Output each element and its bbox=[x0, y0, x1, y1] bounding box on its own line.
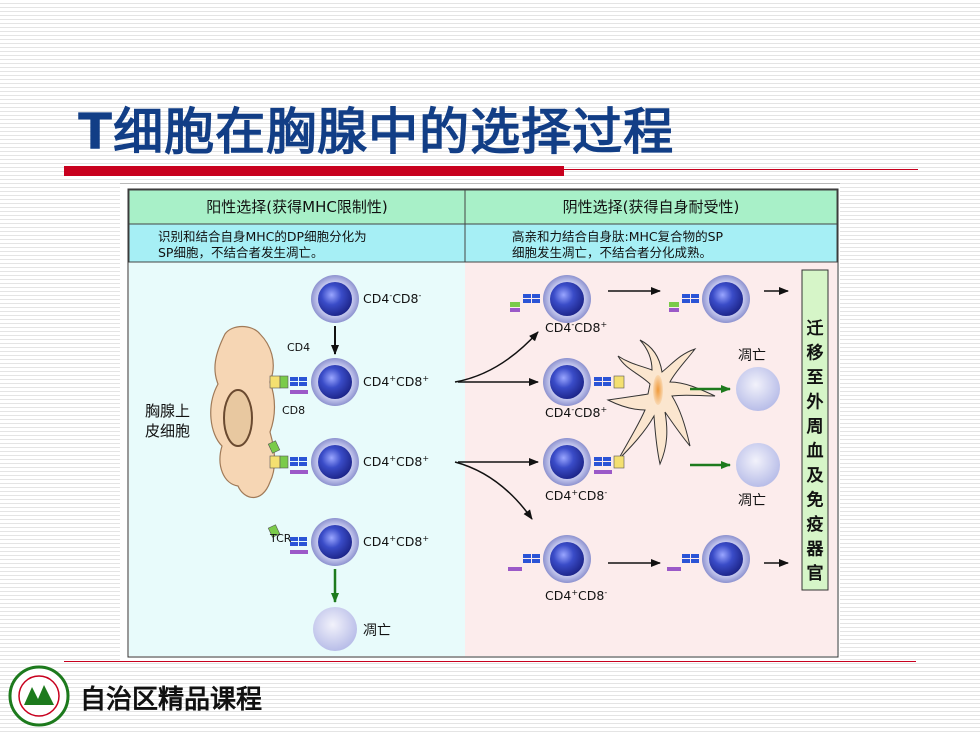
receptor-right-1b bbox=[669, 294, 699, 312]
apoptotic-cell-right-1 bbox=[736, 367, 780, 411]
university-logo bbox=[8, 665, 70, 727]
arrow-to-cd8-sp bbox=[454, 331, 539, 383]
label-right-3: CD4+CD8- bbox=[545, 488, 607, 503]
tcell-left-3 bbox=[311, 438, 359, 486]
label-left-1: CD4-CD8- bbox=[363, 291, 422, 306]
label-apoptosis-right-2: 凋亡 bbox=[738, 493, 766, 509]
tcr-label: TCR bbox=[269, 532, 292, 545]
dc-mhc-complex-1 bbox=[594, 375, 625, 389]
dendritic-cell bbox=[606, 339, 716, 466]
right-desc-bg bbox=[464, 223, 838, 263]
page-title: T细胞在胸腺中的选择过程 bbox=[78, 103, 675, 161]
right-desc-line-2: 细胞发生凋亡，不结合者分化成熟。 bbox=[512, 245, 712, 260]
tcell-right-4 bbox=[543, 535, 591, 583]
left-desc-line-1: 识别和结合自身MHC的DP细胞分化为 bbox=[158, 229, 367, 244]
right-header: 阴性选择(获得自身耐受性) bbox=[563, 198, 740, 216]
tcell-left-2 bbox=[311, 358, 359, 406]
apoptotic-cell-right-2 bbox=[736, 443, 780, 487]
tcell-right-3 bbox=[543, 438, 591, 486]
tcell-right-1b bbox=[702, 275, 750, 323]
selection-diagram: 阳性选择(获得MHC限制性) 阴性选择(获得自身耐受性) 识别和结合自身MHC的… bbox=[120, 183, 840, 662]
right-header-bg bbox=[464, 189, 838, 225]
migration-label: 迁移至外周血及免疫器官 bbox=[806, 319, 825, 584]
left-header-bg bbox=[128, 189, 466, 225]
label-apoptosis-right-1: 凋亡 bbox=[738, 348, 766, 364]
label-right-2: CD4-CD8+ bbox=[545, 405, 607, 420]
label-right-4: CD4+CD8- bbox=[545, 588, 607, 603]
tcell-left-1 bbox=[311, 275, 359, 323]
label-left-3: CD4+CD8+ bbox=[363, 454, 429, 469]
arrow-to-cd4-sp bbox=[454, 461, 533, 520]
receptor-right-4 bbox=[508, 554, 540, 571]
thymic-epithelial-cell bbox=[210, 325, 276, 499]
migration-box bbox=[801, 269, 829, 591]
receptor-right-1 bbox=[510, 294, 540, 312]
footer-course-label: 自治区精品课程 bbox=[80, 685, 263, 715]
label-left-2: CD4+CD8+ bbox=[363, 374, 429, 389]
apoptotic-cell-left bbox=[313, 607, 357, 651]
label-left-4: CD4+CD8+ bbox=[363, 534, 429, 549]
cd4-label: CD4 bbox=[287, 341, 310, 354]
title-underline-thin bbox=[564, 169, 918, 170]
receptor-complex-left-4 bbox=[267, 524, 308, 554]
dc-mhc-complex-2 bbox=[594, 455, 625, 474]
left-desc-bg bbox=[128, 223, 466, 263]
left-desc-line-2: SP细胞，不结合者发生凋亡。 bbox=[158, 245, 323, 260]
receptor-complex-left-2 bbox=[269, 375, 308, 394]
title-underline-thick bbox=[64, 166, 564, 176]
receptor-right-4b bbox=[667, 554, 699, 571]
label-apoptosis-left: 凋亡 bbox=[363, 623, 391, 639]
left-header: 阳性选择(获得MHC限制性) bbox=[206, 198, 387, 216]
footer-rule bbox=[64, 661, 916, 662]
tcell-right-2 bbox=[543, 358, 591, 406]
tcell-left-4 bbox=[311, 518, 359, 566]
right-desc-line-1: 高亲和力结合自身肽:MHC复合物的SP bbox=[512, 229, 724, 244]
right-panel bbox=[465, 262, 837, 656]
epithelial-label-1: 胸腺上 bbox=[145, 402, 190, 420]
cd8-label: CD8 bbox=[282, 404, 305, 417]
epithelial-label-2: 皮细胞 bbox=[145, 422, 190, 440]
tcell-right-4b bbox=[702, 535, 750, 583]
label-right-1: CD4-CD8+ bbox=[545, 320, 607, 335]
tcell-right-1 bbox=[543, 275, 591, 323]
receptor-complex-left-3 bbox=[267, 440, 308, 474]
